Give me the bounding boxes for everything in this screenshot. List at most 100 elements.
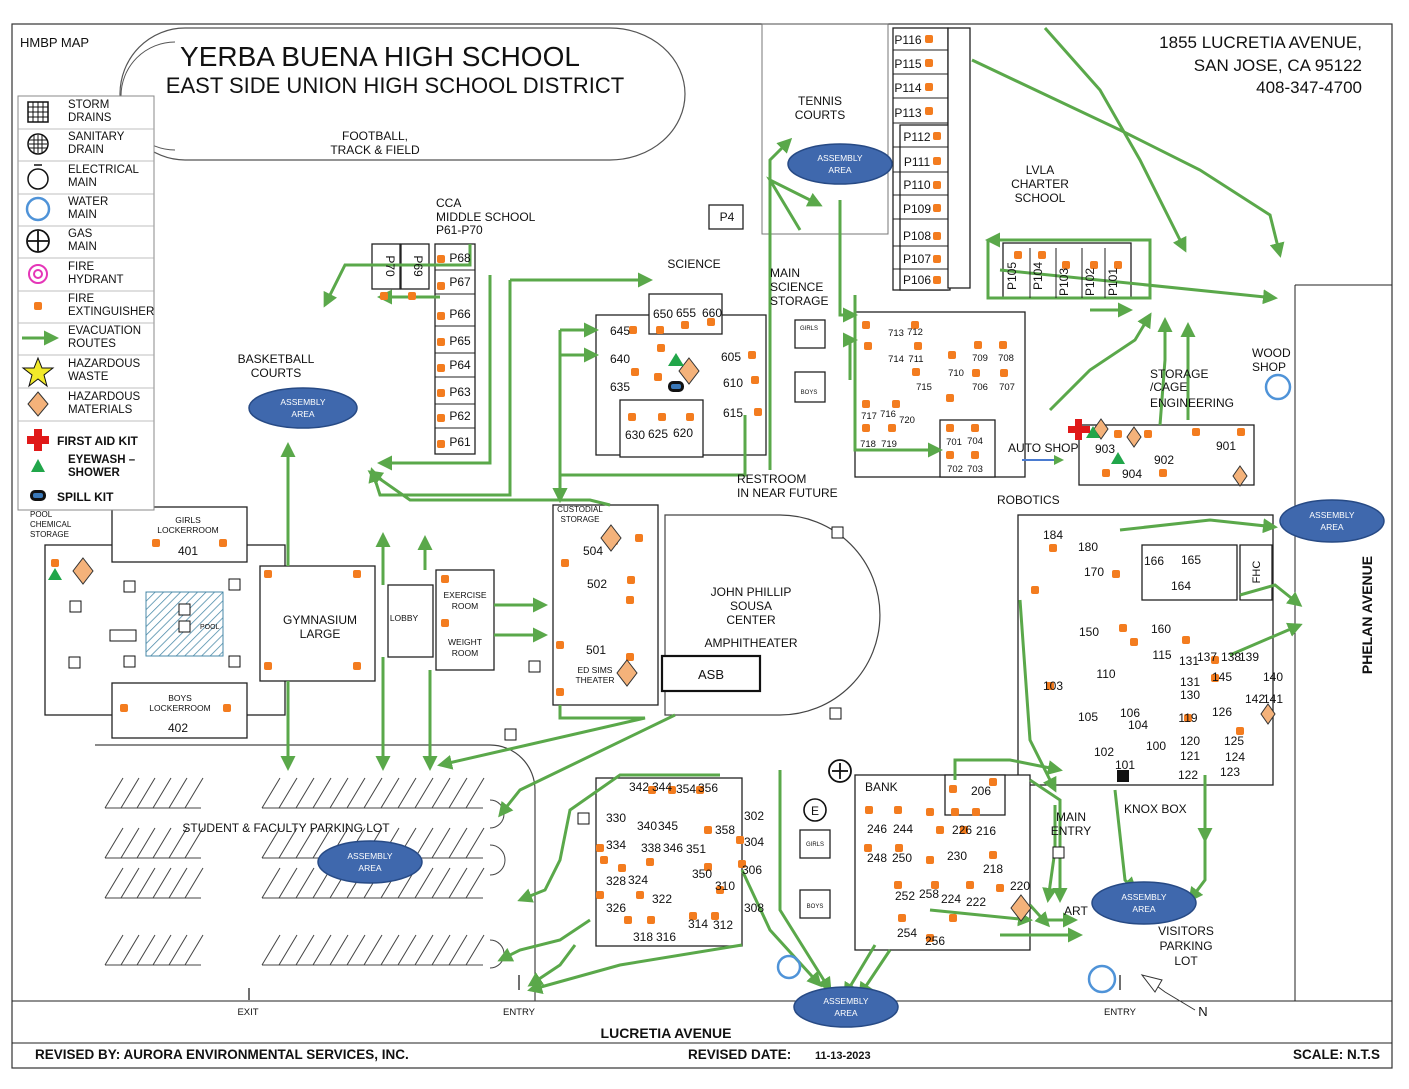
fire-extinguisher-icon [631, 368, 639, 376]
room-label: 137 [1197, 650, 1217, 664]
room-label: 702 [947, 464, 963, 475]
storm-drain-icon [504, 728, 517, 741]
phelan-label: PHELAN AVENUE [1359, 556, 1375, 674]
girls-restroom-label: GIRLS [800, 326, 818, 332]
fire-extinguisher-icon [600, 856, 608, 864]
legend-label: DRAIN [68, 144, 104, 156]
water-main-icon [776, 954, 802, 980]
fire-extinguisher-icon [264, 662, 272, 670]
room-label: 650 [653, 307, 673, 321]
room-label: P106 [903, 273, 931, 287]
assembly-label: ASSEMBLY [1309, 510, 1355, 520]
address-line2: SAN JOSE, CA 95122 [1194, 56, 1362, 75]
fire-extinguisher-icon [1062, 261, 1070, 269]
fire-extinguisher-icon [437, 364, 445, 372]
room-label: 126 [1212, 705, 1232, 719]
storm-drain-icon [1052, 846, 1065, 859]
map-frame [11, 23, 1393, 1069]
weight-label: WEIGHT [448, 637, 482, 647]
legend-label: FIRE [68, 261, 95, 273]
room-label: 222 [966, 895, 986, 909]
evacuation-route [768, 137, 793, 470]
evacuation-route [999, 268, 1278, 305]
fire-extinguisher-icon [596, 891, 604, 899]
legend-label: EVACUATION [68, 325, 141, 337]
fire-extinguisher-icon [933, 181, 941, 189]
eyewash-icon [668, 353, 684, 366]
fire-extinguisher-icon [1144, 430, 1152, 438]
legend-label: EYEWASH – [68, 454, 136, 466]
room-label: P111 [904, 155, 931, 169]
storm-drain-icon [123, 580, 136, 593]
evacuation-route [552, 415, 747, 503]
fire-extinguisher-icon [628, 413, 636, 421]
evacuation-route [1028, 903, 1051, 928]
fire-extinguisher-icon [862, 321, 870, 329]
fire-extinguisher-icon [864, 342, 872, 350]
evacuation-route [1018, 599, 1057, 793]
room-label: P101 [1106, 268, 1120, 296]
legend-label: HAZARDOUS [68, 391, 141, 403]
room-label: 250 [892, 851, 912, 865]
room-label: P115 [894, 57, 921, 71]
room-label: 138 [1221, 650, 1241, 664]
room-label: 150 [1079, 625, 1099, 639]
storage-cage-label: STORAGE [1150, 367, 1208, 381]
cca-label: CCA [436, 196, 461, 210]
room-label: P61 [449, 435, 471, 449]
fire-extinguisher-icon [711, 912, 719, 920]
room-label: 104 [1128, 718, 1148, 732]
room-label: 110 [1096, 667, 1115, 681]
boys-restroom-label: BOYS [801, 390, 818, 396]
evacuation-route [1188, 800, 1207, 903]
hazmat-icon [600, 524, 622, 552]
evacuation-route [1239, 583, 1303, 607]
room-label: 160 [1151, 622, 1171, 636]
room-label: P65 [449, 334, 471, 348]
room-label: P110 [903, 178, 930, 192]
address-line1: 1855 LUCRETIA AVENUE, [1159, 33, 1362, 52]
assembly-label: ASSEMBLY [1121, 892, 1167, 902]
room-label: 125 [1224, 734, 1244, 748]
room-label: P64 [449, 358, 471, 372]
amphitheater-label: AMPHITHEATER [704, 636, 797, 650]
fire-extinguisher-icon [561, 559, 569, 567]
room-label: 504 [583, 544, 603, 558]
fire-extinguisher-icon [1130, 638, 1138, 646]
fire-extinguisher-icon [865, 806, 873, 814]
storm-drain-icon [228, 578, 241, 591]
tennis-courts [761, 23, 889, 235]
room-label: P69 [411, 255, 425, 277]
svg-text:CENTER: CENTER [726, 613, 776, 627]
storm-drain-icon [178, 620, 191, 633]
assembly-label: ASSEMBLY [347, 851, 393, 861]
assembly-label: ASSEMBLY [823, 996, 869, 1006]
visitors-label: VISITORS [1158, 924, 1214, 938]
fire-extinguisher-icon [948, 351, 956, 359]
north-label: N [1198, 1004, 1207, 1019]
svg-text:ROOM: ROOM [452, 601, 478, 611]
room-label: 184 [1043, 528, 1063, 542]
room-label: 625 [648, 427, 668, 441]
svg-text:ENTRY: ENTRY [1051, 824, 1091, 838]
legend-label: WATER [68, 196, 108, 208]
fire-extinguisher-icon [1236, 727, 1244, 735]
fire-extinguisher-icon [51, 559, 59, 567]
fire-extinguisher-icon [960, 826, 968, 834]
room-label: 706 [972, 382, 988, 393]
fire-extinguisher-icon [926, 856, 934, 864]
legend-item-spill-kit: SPILL KIT [30, 490, 114, 504]
fire-extinguisher-icon [933, 132, 941, 140]
svg-text:MIDDLE SCHOOL: MIDDLE SCHOOL [436, 210, 536, 224]
exit-label: EXIT [237, 1007, 258, 1018]
fire-extinguisher-icon [894, 881, 902, 889]
basketball-label: BASKETBALL [238, 352, 315, 366]
assembly-label: AREA [1320, 522, 1343, 532]
svg-text:LARGE: LARGE [300, 627, 341, 641]
legend-label: ELECTRICAL [68, 164, 140, 176]
legend-label: EXTINGUISHER [68, 306, 154, 318]
